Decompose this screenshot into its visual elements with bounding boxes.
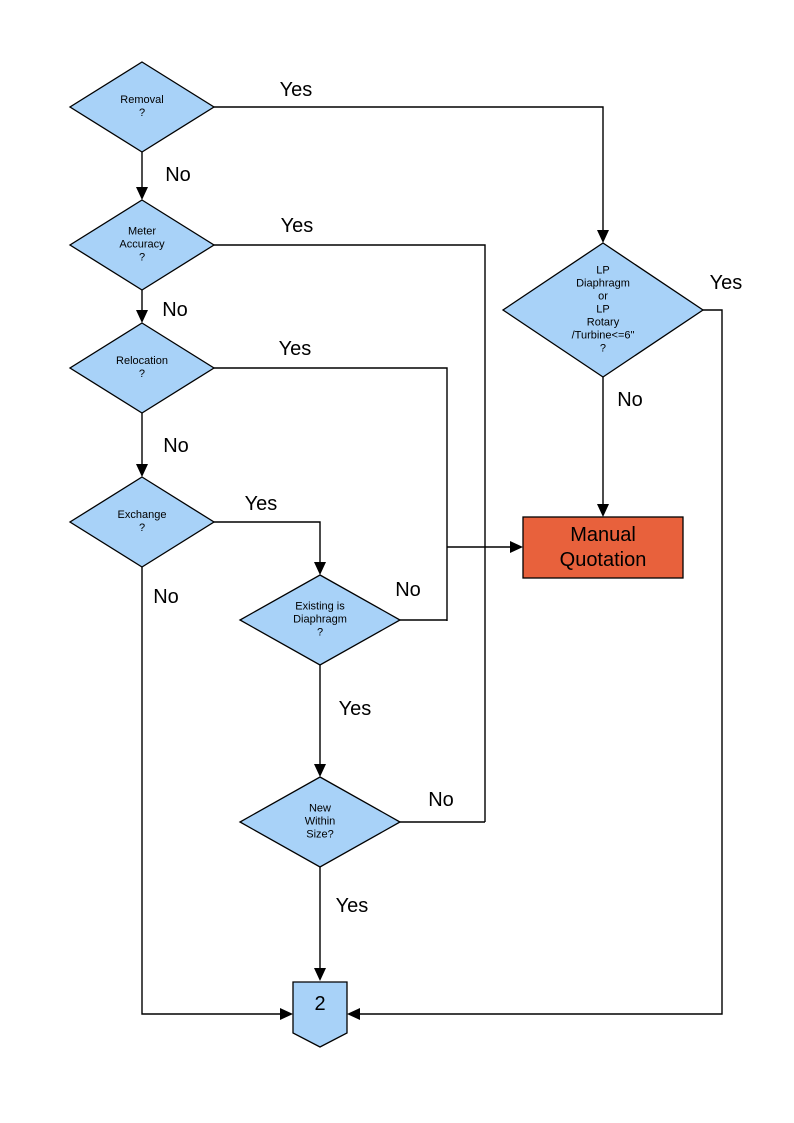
edge-lp-meter-yes [350,309,723,1015]
arrowhead-icon [597,230,609,243]
decision-relocation [68,322,216,414]
arrowhead-icon [597,504,609,517]
arrowhead-icon [136,187,148,200]
decision-exchange [68,476,216,568]
arrowhead-icon [314,764,326,777]
arrowhead-icon [136,310,148,323]
edge-removal-yes [214,106,604,240]
arrowhead-icon [314,968,326,981]
decision-existing-diaphragm [238,574,402,666]
offpage-connector-2 [292,981,348,1048]
decision-new-within-size [238,776,402,868]
edge-relocation-yes [214,367,448,621]
connectors [141,106,723,1015]
arrowhead-icon [347,1008,360,1020]
decision-removal [68,61,216,153]
arrowheads [136,187,609,1020]
arrowhead-icon [136,464,148,477]
arrowhead-icon [280,1008,293,1020]
edge-meter-accuracy-yes [214,244,486,822]
arrowhead-icon [314,562,326,575]
edge-exchange-no [141,567,290,1015]
edge-exchange-yes [214,521,321,572]
process-manual-quotation [522,516,684,579]
arrowhead-icon [510,541,523,553]
decision-meter-accuracy [68,199,216,291]
decision-lp-meter [501,242,705,378]
nodes [68,61,705,1048]
